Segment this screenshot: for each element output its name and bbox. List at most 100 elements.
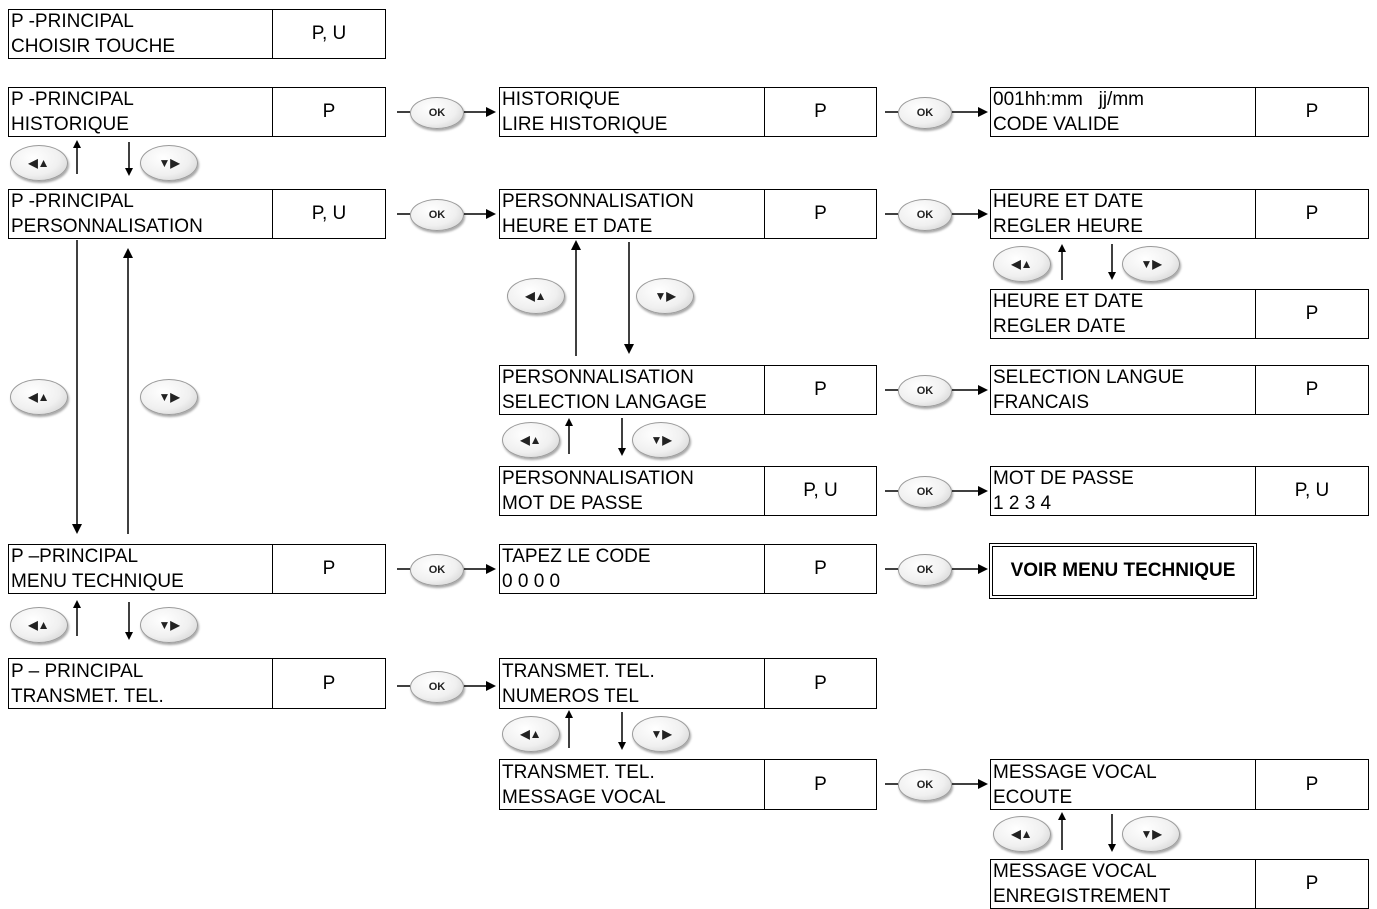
menu-box-regler-date: HEURE ET DATE REGLER DATE P: [990, 289, 1369, 339]
box-line2: REGLER HEURE: [993, 216, 1143, 237]
box-access: P, U: [803, 480, 838, 501]
menu-box-historique: P -PRINCIPAL HISTORIQUE P: [8, 87, 386, 137]
box-line2: PERSONNALISATION: [11, 216, 203, 237]
ok-button[interactable]: OK: [898, 476, 952, 508]
ok-button[interactable]: OK: [898, 769, 952, 801]
box-access: P: [1305, 203, 1319, 224]
box-access: P, U: [311, 203, 347, 224]
ok-button[interactable]: OK: [410, 97, 464, 129]
box-line1: SELECTION LANGUE: [993, 367, 1185, 388]
box-access: P: [1305, 773, 1319, 795]
ok-button[interactable]: OK: [410, 199, 464, 231]
box-access: P: [1305, 379, 1319, 400]
box-line2: REGLER DATE: [993, 316, 1126, 337]
box-line1: TRANSMET. TEL.: [502, 761, 655, 783]
down-right-button[interactable]: ▼▶: [140, 607, 198, 643]
box-access: P: [1305, 101, 1319, 122]
box-line1: P –PRINCIPAL: [11, 546, 139, 567]
box-line2: ENREGISTREMENT: [993, 886, 1171, 907]
ok-button[interactable]: OK: [898, 375, 952, 407]
left-up-button[interactable]: ◀▲: [507, 278, 565, 314]
ok-button[interactable]: OK: [898, 97, 952, 129]
menu-box-francais: SELECTION LANGUE FRANCAIS P: [990, 365, 1369, 415]
box-line1: MESSAGE VOCAL: [993, 761, 1157, 783]
ok-button[interactable]: OK: [410, 554, 464, 586]
box-line2: CHOISIR TOUCHE: [11, 36, 175, 57]
left-up-button[interactable]: ◀▲: [10, 607, 68, 643]
down-right-button[interactable]: ▼▶: [636, 278, 694, 314]
voir-menu-technique-label: VOIR MENU TECHNIQUE: [1010, 560, 1236, 581]
box-line1: HISTORIQUE: [502, 89, 620, 110]
box-line2: CODE VALIDE: [993, 114, 1120, 135]
menu-box-numeros-tel: TRANSMET. TEL. NUMEROS TEL P: [499, 658, 877, 709]
box-line2: TRANSMET. TEL.: [11, 685, 164, 707]
box-access: P, U: [311, 23, 347, 44]
box-access: P: [814, 203, 827, 224]
menu-box-message-vocal: TRANSMET. TEL. MESSAGE VOCAL P: [499, 759, 877, 810]
box-line1: P -PRINCIPAL: [11, 191, 134, 212]
left-up-button[interactable]: ◀▲: [10, 145, 68, 181]
left-up-button[interactable]: ◀▲: [502, 422, 560, 458]
box-line1: TAPEZ LE CODE: [502, 546, 651, 567]
box-line1: 001hh:mm jj/mm: [993, 89, 1144, 110]
box-access: P: [814, 672, 827, 694]
box-access: P: [322, 101, 336, 122]
ok-button[interactable]: OK: [898, 554, 952, 586]
box-line2: ECOUTE: [993, 786, 1073, 808]
box-line2: HEURE ET DATE: [502, 216, 653, 237]
menu-box-heure-et-date: PERSONNALISATION HEURE ET DATE P: [499, 189, 877, 239]
box-line1: P – PRINCIPAL: [11, 660, 144, 682]
box-access: P: [1305, 303, 1319, 324]
box-access: P: [322, 672, 336, 694]
box-access: P: [814, 773, 827, 795]
down-right-button[interactable]: ▼▶: [632, 422, 690, 458]
box-line2: FRANCAIS: [993, 392, 1090, 413]
box-line1: HEURE ET DATE: [993, 191, 1144, 212]
box-access: P, U: [1294, 480, 1330, 501]
box-access: P: [322, 558, 336, 579]
voir-menu-technique-box: VOIR MENU TECHNIQUE: [989, 543, 1257, 599]
down-right-button[interactable]: ▼▶: [1122, 816, 1180, 852]
left-up-button[interactable]: ◀▲: [502, 716, 560, 752]
box-line1: P -PRINCIPAL: [11, 89, 134, 110]
down-right-button[interactable]: ▼▶: [1122, 246, 1180, 282]
box-line1: PERSONNALISATION: [502, 468, 694, 489]
box-access: P: [814, 379, 827, 400]
menu-box-lire-historique: HISTORIQUE LIRE HISTORIQUE P: [499, 87, 877, 137]
down-right-button[interactable]: ▼▶: [140, 145, 198, 181]
box-line1: P -PRINCIPAL: [11, 11, 134, 32]
box-line2: MENU TECHNIQUE: [11, 571, 184, 592]
menu-box-selection-langage: PERSONNALISATION SELECTION LANGAGE P: [499, 365, 877, 415]
down-right-button[interactable]: ▼▶: [632, 716, 690, 752]
ok-button[interactable]: OK: [410, 671, 464, 703]
box-line2: HISTORIQUE: [11, 114, 129, 135]
box-access: P: [814, 101, 827, 122]
box-line2: 1 2 3 4: [993, 493, 1052, 514]
left-up-button[interactable]: ◀▲: [993, 246, 1051, 282]
ok-button[interactable]: OK: [898, 199, 952, 231]
box-line1: PERSONNALISATION: [502, 367, 694, 388]
box-line2: MESSAGE VOCAL: [502, 786, 666, 808]
left-up-button[interactable]: ◀▲: [10, 379, 68, 415]
box-line2: LIRE HISTORIQUE: [502, 114, 668, 135]
down-right-button[interactable]: ▼▶: [140, 379, 198, 415]
box-line2: SELECTION LANGAGE: [502, 392, 707, 413]
box-line1: PERSONNALISATION: [502, 191, 694, 212]
menu-box-personnalisation: P -PRINCIPAL PERSONNALISATION P, U: [8, 189, 386, 239]
menu-box-code-1234: MOT DE PASSE 1 2 3 4 P, U: [990, 466, 1369, 516]
menu-box-choisir-touche: P -PRINCIPAL CHOISIR TOUCHE P, U: [8, 9, 386, 59]
box-access: P: [1305, 873, 1319, 894]
menu-box-ecoute: MESSAGE VOCAL ECOUTE P: [990, 759, 1369, 810]
box-line1: HEURE ET DATE: [993, 291, 1144, 312]
box-line1: MOT DE PASSE: [993, 468, 1134, 489]
box-line1: TRANSMET. TEL.: [502, 660, 655, 682]
box-line2: MOT DE PASSE: [502, 493, 643, 514]
left-up-button[interactable]: ◀▲: [993, 816, 1051, 852]
menu-box-transmet-tel: P – PRINCIPAL TRANSMET. TEL. P: [8, 658, 386, 709]
box-access: P: [814, 558, 827, 579]
box-line2: NUMEROS TEL: [502, 685, 639, 707]
